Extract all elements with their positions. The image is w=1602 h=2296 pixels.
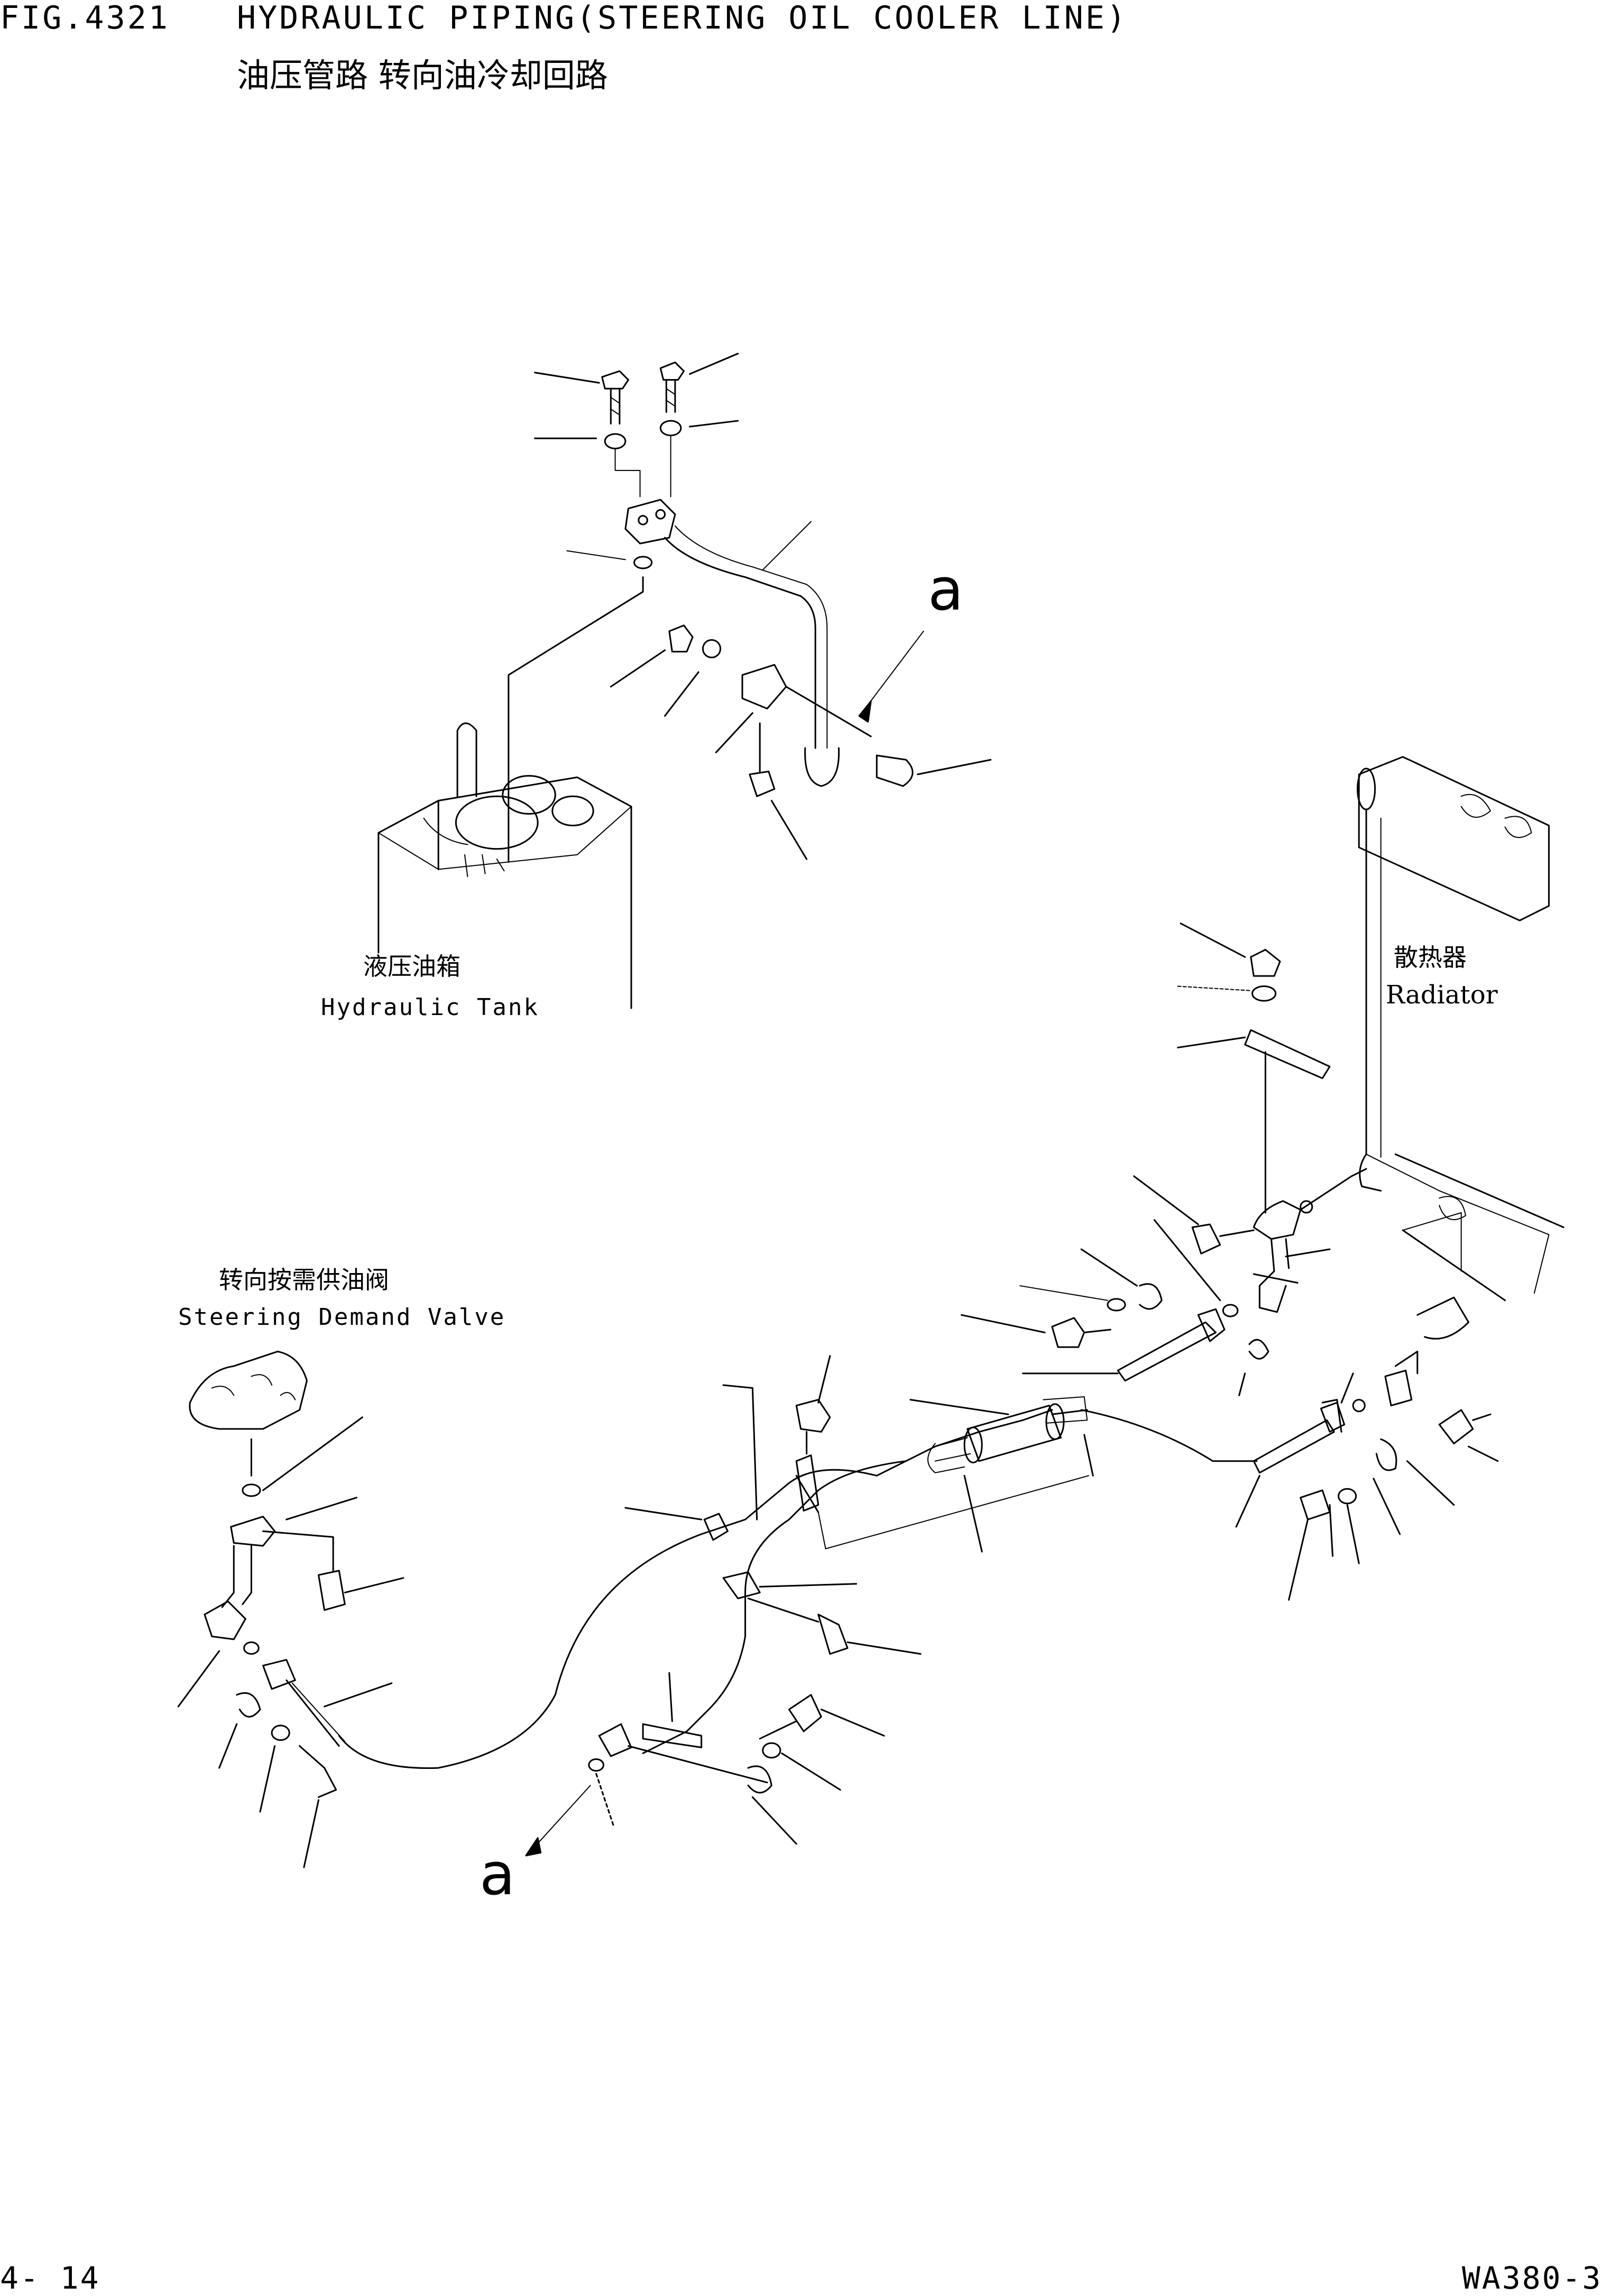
page-number: 4- 14 [0,2260,100,2296]
radiator-label-en: Radiator [1386,980,1498,1010]
radiator-label-cn: 散热器 [1394,943,1467,972]
detail-marker-a-bottom: a [480,1840,515,1908]
oil-cooler [796,1397,1093,1552]
hydraulic-tank-label-cn: 液压油箱 [363,952,461,981]
radiator-outlet-pipe [1134,1169,1366,1395]
flange-bolts [535,354,738,497]
valve-elbow-pipe [178,1498,403,1867]
detail-marker-a-top: a [928,556,964,623]
figure-title-chinese: 油压管路 转向油冷却回路 [237,56,608,95]
o-ring [634,557,651,568]
model-number: WA380-3 [1462,2260,1602,2296]
steering-valve-label-en: Steering Demand Valve [178,1304,506,1331]
bottom-clamp-group [526,1673,884,1855]
hydraulic-tank-label-en: Hydraulic Tank [321,994,539,1021]
radiator [1358,757,1564,1301]
figure-number: FIG.4321 [0,0,170,36]
tank-return-pipe [509,500,839,862]
radiator-stay [1178,924,1330,1213]
center-bracket [625,1356,920,1654]
hose-clamp-group [962,1220,1238,1381]
radiator-outlet-fittings [1236,1297,1498,1600]
steering-demand-valve [190,1351,363,1496]
figure-title-english: HYDRAULIC PIPING(STEERING OIL COOLER LIN… [237,0,1128,36]
steering-valve-label-cn: 转向按需供油阀 [219,1266,389,1294]
pipe-clamp-bracket [611,625,991,859]
cooler-hose [339,1385,1257,1768]
